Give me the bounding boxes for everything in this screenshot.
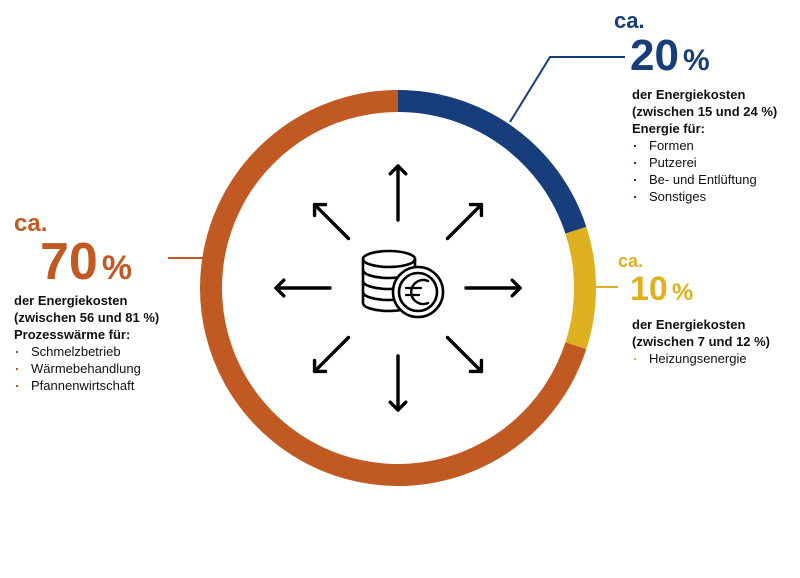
arrow-icon	[445, 335, 484, 374]
callout-prefix: ca.	[614, 8, 645, 33]
callout-prefix: ca.	[14, 210, 48, 237]
callout-description: der Energiekosten (zwischen 7 und 12 %)	[632, 316, 770, 350]
desc-line: Energie für:	[632, 121, 705, 136]
callout-percent: 20 %	[630, 34, 777, 78]
arrow-icon	[274, 278, 332, 298]
percent-value: 20	[630, 31, 679, 80]
desc-line: der Energiekosten	[632, 317, 746, 332]
arrow-icon	[312, 335, 351, 374]
percent-value: 10	[630, 270, 668, 308]
slice-heizung	[565, 226, 596, 350]
callout-item-list: Schmelzbetrieb Wärmebehandlung Pfannenwi…	[14, 343, 159, 394]
arrow-icon	[464, 278, 522, 298]
desc-line: Prozesswärme für:	[14, 327, 131, 342]
callout-description: der Energiekosten (zwischen 56 und 81 %)…	[14, 292, 159, 343]
callout-item-list: Heizungsenergie	[632, 350, 770, 367]
callout-percent: 10 %	[630, 272, 770, 306]
list-item: Sonstiges	[632, 188, 777, 205]
arrow-icon	[388, 354, 408, 412]
callout-20-percent: ca. 20 % der Energiekosten (zwischen 15 …	[614, 10, 777, 205]
callout-item-list: Formen Putzerei Be- und Entlüftung Sonst…	[632, 137, 777, 205]
desc-line: der Energiekosten	[632, 87, 746, 102]
slice-prozesswaerme	[200, 90, 587, 486]
arrow-icons	[274, 164, 522, 412]
percent-sign: %	[671, 279, 694, 306]
callout-prefix: ca.	[618, 251, 644, 271]
desc-line: der Energiekosten	[14, 293, 128, 308]
list-item: Wärmebehandlung	[14, 360, 159, 377]
list-item: Formen	[632, 137, 777, 154]
desc-line: (zwischen 15 und 24 %)	[632, 104, 778, 119]
list-item: Heizungsenergie	[632, 350, 770, 367]
percent-sign: %	[101, 249, 133, 287]
callout-70-percent: ca. 70 % der Energiekosten (zwischen 56 …	[14, 212, 159, 394]
callout-percent: 70 %	[40, 236, 159, 288]
arrow-icon	[388, 164, 408, 222]
desc-line: (zwischen 7 und 12 %)	[632, 334, 770, 349]
list-item: Be- und Entlüftung	[632, 171, 777, 188]
arrow-icon	[312, 202, 351, 241]
leader-line-20	[509, 56, 625, 123]
list-item: Putzerei	[632, 154, 777, 171]
arrow-icon	[445, 202, 484, 241]
callout-10-percent: ca. 10 % der Energiekosten (zwischen 7 u…	[618, 252, 770, 367]
slice-energie	[397, 90, 587, 234]
desc-line: (zwischen 56 und 81 %)	[14, 310, 160, 325]
percent-sign: %	[682, 44, 710, 77]
callout-description: der Energiekosten (zwischen 15 und 24 %)…	[632, 86, 777, 137]
list-item: Pfannenwirtschaft	[14, 377, 159, 394]
donut-ring	[200, 90, 596, 486]
coins-euro-icon	[361, 249, 445, 319]
list-item: Schmelzbetrieb	[14, 343, 159, 360]
percent-value: 70	[40, 233, 98, 291]
